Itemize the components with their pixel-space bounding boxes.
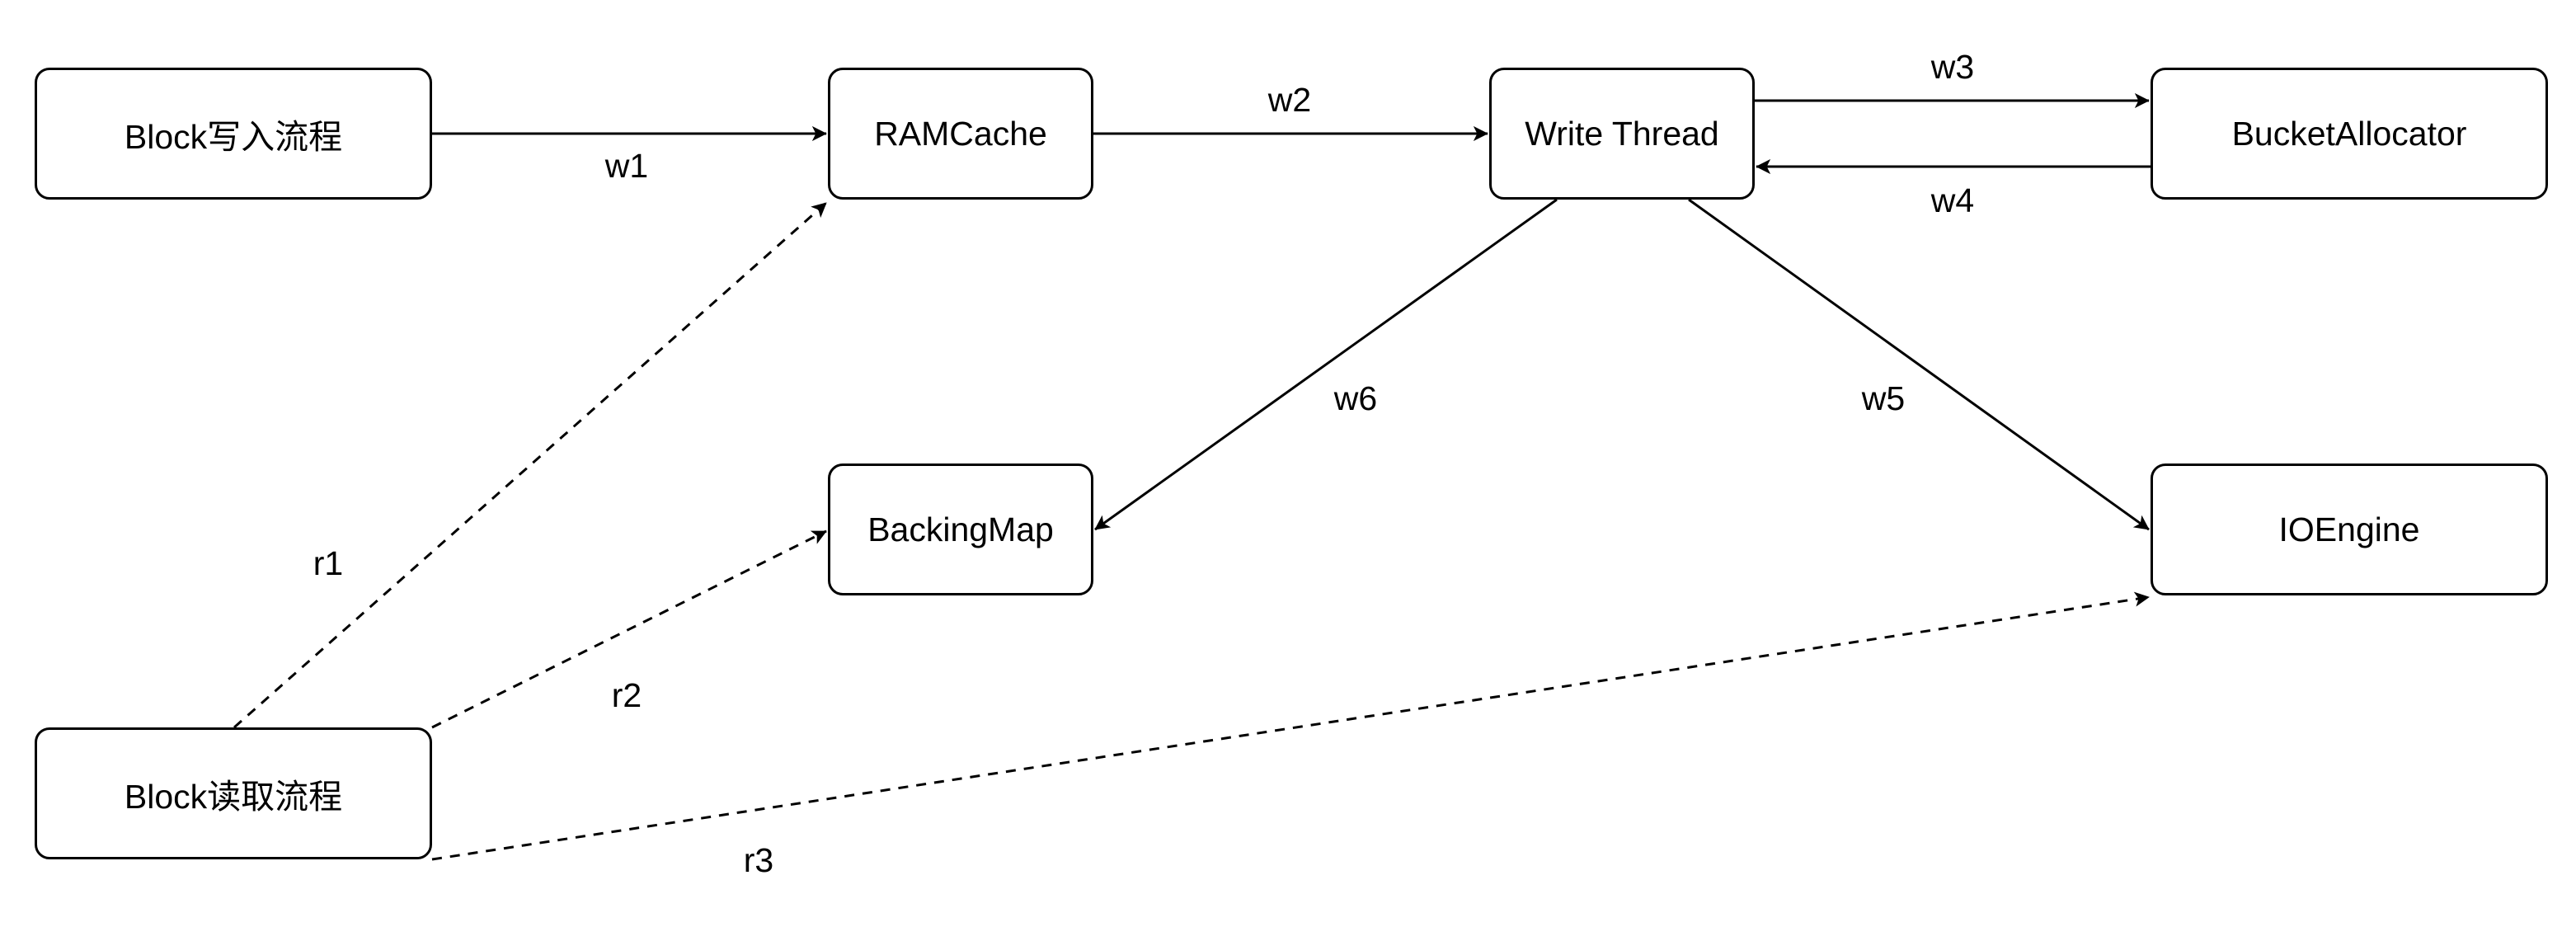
edge-r3-arrow [431, 591, 2150, 861]
edge-label-w4: w4 [1930, 181, 1974, 219]
node-backingmap[interactable]: BackingMap [828, 464, 1093, 595]
node-bucket-allocator[interactable]: BucketAllocator [2151, 68, 2548, 200]
node-write-thread[interactable]: Write Thread [1489, 68, 1755, 200]
edge-label-w1: w1 [604, 147, 648, 185]
node-ioengine[interactable]: IOEngine [2151, 464, 2548, 595]
edge-r2-arrow [431, 529, 827, 729]
edge-label-r2: r2 [612, 676, 642, 714]
edge-label-w2: w2 [1267, 81, 1311, 119]
edge-label-w6: w6 [1333, 379, 1377, 417]
node-block-read-flow[interactable]: Block读取流程 [35, 727, 432, 859]
edge-label-w3: w3 [1930, 48, 1974, 86]
edge-label-w5: w5 [1861, 379, 1905, 417]
node-ramcache[interactable]: RAMCache [828, 68, 1093, 200]
node-block-write-flow[interactable]: Block写入流程 [35, 68, 432, 200]
edge-w5-arrow [1688, 198, 2150, 531]
edge-label-r1: r1 [313, 544, 343, 582]
edge-w6-arrow [1094, 198, 1558, 531]
edge-r1-arrow [233, 201, 827, 729]
edge-label-r3: r3 [744, 841, 773, 879]
